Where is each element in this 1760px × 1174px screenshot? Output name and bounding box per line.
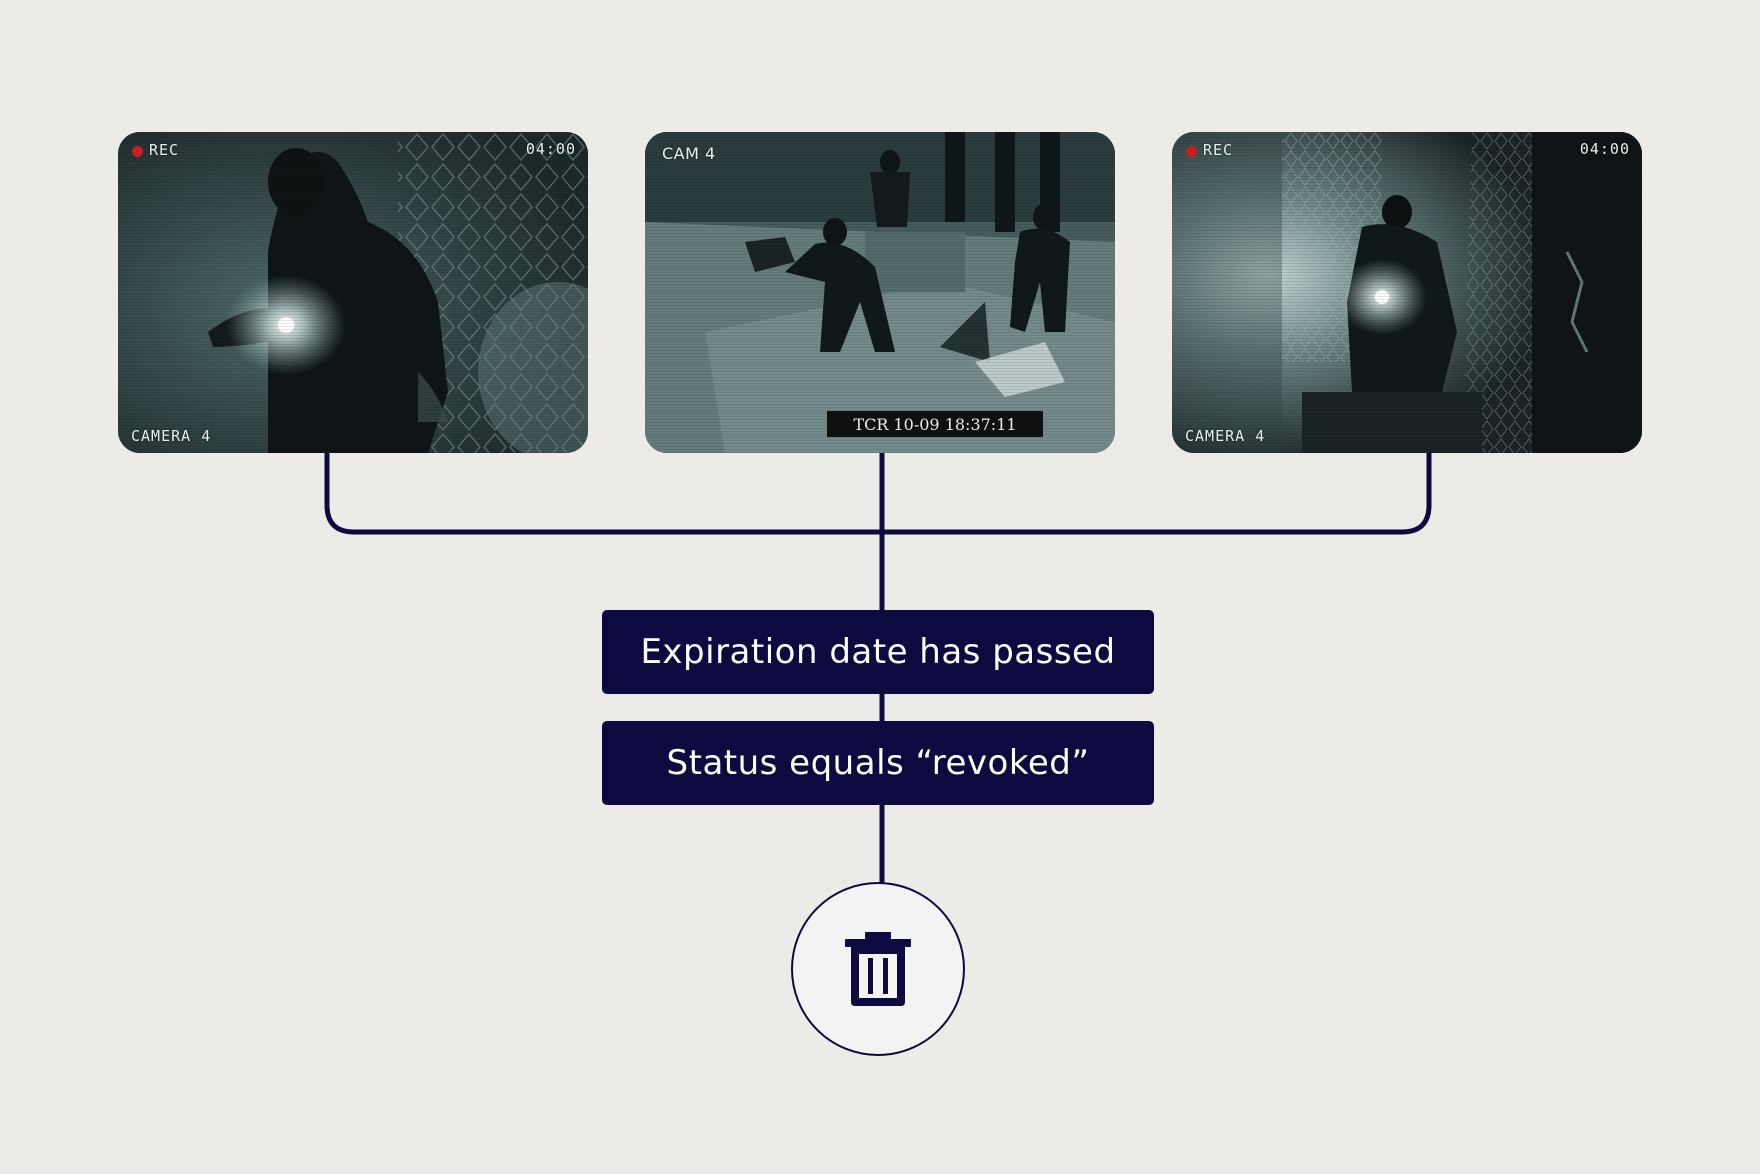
connector-left-branch (324, 453, 1432, 535)
cam-label: CAM 4 (662, 144, 716, 163)
rec-label: REC (149, 141, 180, 159)
camera-feed-1: REC 04:00 CAMERA 4 (118, 132, 588, 453)
rec-dot-icon (1186, 146, 1197, 157)
camera-feed-2: CAM 4 TCR 10-09 18:37:11 (645, 132, 1115, 453)
timecode-label: TCR 10-09 18:37:11 (827, 411, 1043, 437)
time-label: 04:00 (1579, 140, 1630, 158)
camera-feed-2-image (645, 132, 1115, 453)
delete-action-node (791, 882, 965, 1056)
rec-label: REC (1203, 141, 1234, 159)
condition-expiration: Expiration date has passed (602, 610, 1154, 694)
camera-feed-1-image (118, 132, 588, 453)
condition-status-revoked: Status equals “revoked” (602, 721, 1154, 805)
time-label: 04:00 (525, 140, 576, 158)
camera-feed-3-image (1172, 132, 1642, 453)
camera-label: CAMERA 4 (1185, 427, 1266, 445)
camera-feed-3: REC 04:00 CAMERA 4 (1172, 132, 1642, 453)
trash-icon (845, 932, 911, 1006)
rec-dot-icon (132, 146, 143, 157)
camera-label: CAMERA 4 (131, 427, 212, 445)
